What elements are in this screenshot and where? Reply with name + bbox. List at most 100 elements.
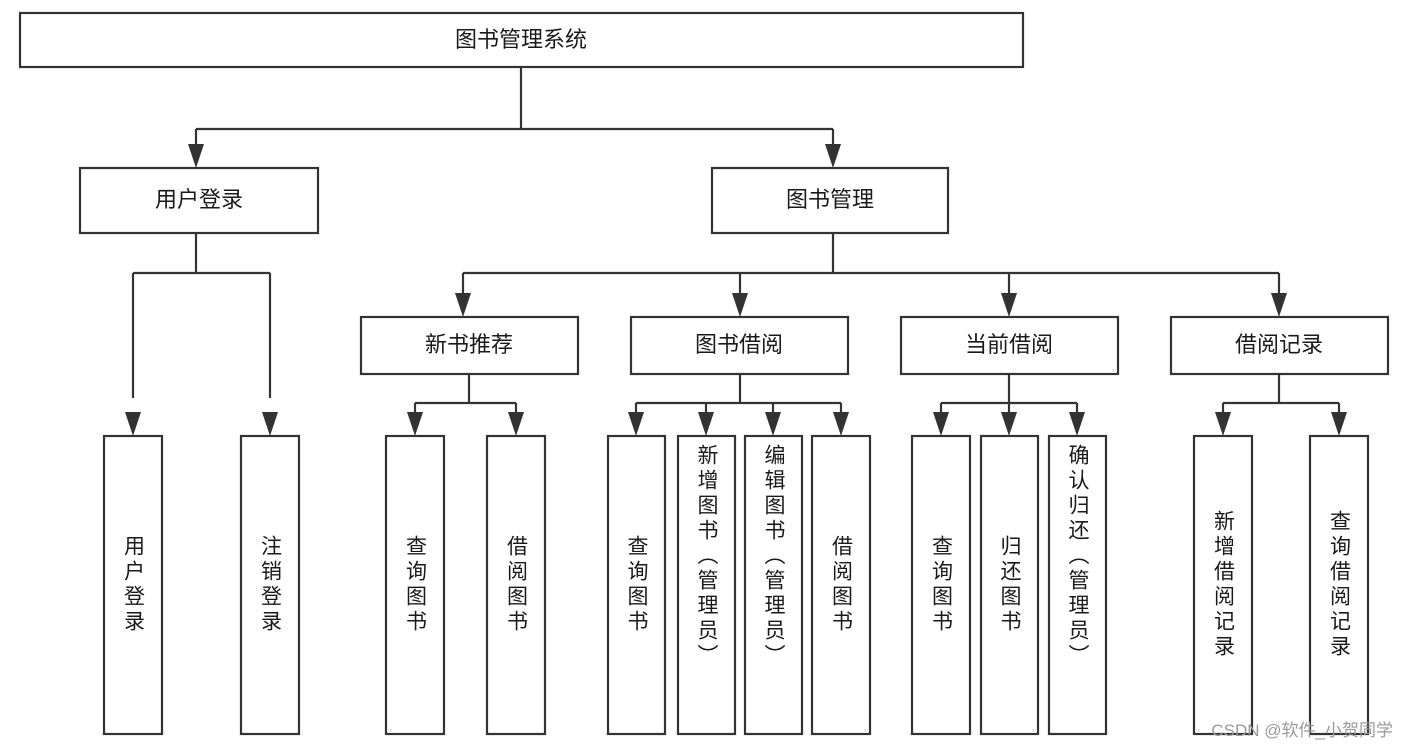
edges-layer	[125, 67, 1347, 436]
arrowhead-current-borrow	[1001, 293, 1017, 317]
node-leaf-add-book[interactable]: 新增图书（管理员）	[676, 434, 737, 736]
node-leaf-edit-book[interactable]: 编辑图书（管理员）	[743, 434, 804, 736]
arrowhead-leaf-user-logout	[262, 412, 278, 436]
node-leaf-query-book-3[interactable]: 查询图书	[910, 434, 972, 736]
node-leaf-user-logout[interactable]: 注销登录	[239, 434, 301, 736]
node-leaf-query-book-1-label: 查询图书	[403, 535, 427, 635]
node-leaf-query-record[interactable]: 查询借阅记录	[1308, 434, 1370, 736]
edge-book-borrow-trunk	[634, 374, 843, 412]
node-leaf-user-logout-box[interactable]	[239, 434, 301, 736]
arrowhead-leaf-query-book-1	[407, 412, 423, 436]
node-leaf-borrow-book-1[interactable]: 借阅图书	[485, 434, 547, 736]
node-book-manage-label: 图书管理	[786, 187, 874, 212]
node-leaf-confirm-return-label: 确认归还（管理员）	[1066, 444, 1089, 669]
node-leaf-borrow-book-2-box[interactable]	[810, 434, 872, 736]
node-leaf-user-logout-fo: 注销登录	[258, 535, 282, 635]
node-leaf-query-book-2-label: 查询图书	[625, 535, 648, 635]
node-leaf-borrow-book-2[interactable]: 借阅图书	[810, 434, 872, 736]
node-new-book-rec-label: 新书推荐	[425, 332, 513, 357]
node-user-login-box[interactable]	[78, 166, 320, 235]
arrowhead-user-login	[188, 144, 204, 168]
node-leaf-query-record-box[interactable]	[1308, 434, 1370, 736]
arrowhead-borrow-record	[1271, 293, 1287, 317]
node-user-login[interactable]: 用户登录	[78, 166, 320, 235]
arrowhead-leaf-user-login	[125, 412, 141, 436]
node-leaf-user-login-box[interactable]	[102, 434, 164, 736]
node-leaf-confirm-return-box[interactable]	[1047, 434, 1108, 736]
edge-borrow-record-trunk	[1221, 374, 1341, 412]
node-new-book-rec-box[interactable]	[359, 315, 580, 376]
node-leaf-add-book-label: 新增图书（管理员）	[695, 444, 718, 669]
node-current-borrow-label: 当前借阅	[965, 332, 1053, 357]
node-leaf-user-login[interactable]: 用户登录	[102, 434, 164, 736]
node-leaf-query-book-3-label: 查询图书	[929, 535, 953, 635]
node-new-book-rec[interactable]: 新书推荐	[359, 315, 580, 376]
node-root-label: 图书管理系统	[455, 27, 587, 52]
node-book-manage[interactable]: 图书管理	[710, 166, 950, 235]
node-leaf-user-login-label: 用户登录	[121, 535, 145, 635]
arrowhead-leaf-return-book	[1001, 412, 1017, 436]
node-root-box[interactable]	[18, 11, 1025, 69]
node-leaf-borrow-book-1-box[interactable]	[485, 434, 547, 736]
node-leaf-add-book-fo: 新增图书（管理员）	[695, 444, 718, 669]
node-leaf-borrow-book-2-fo: 借阅图书	[829, 535, 853, 635]
node-leaf-add-record-label: 新增借阅记录	[1211, 510, 1235, 660]
arrowhead-leaf-borrow-book-2	[833, 412, 849, 436]
node-book-borrow[interactable]: 图书借阅	[629, 315, 850, 376]
node-leaf-return-book-label: 归还图书	[998, 535, 1021, 635]
edge-book-manage-trunk	[461, 233, 1281, 294]
node-leaf-user-logout-label: 注销登录	[258, 535, 282, 635]
arrowhead-leaf-query-record	[1331, 412, 1347, 436]
node-leaf-borrow-book-2-label: 借阅图书	[829, 535, 853, 635]
arrowhead-leaf-confirm-return	[1069, 412, 1085, 436]
node-leaf-return-book-fo: 归还图书	[998, 535, 1021, 635]
node-leaf-add-book-box[interactable]	[676, 434, 737, 736]
node-leaf-query-book-1[interactable]: 查询图书	[384, 434, 446, 736]
node-leaf-query-book-1-box[interactable]	[384, 434, 446, 736]
node-book-borrow-label: 图书借阅	[695, 332, 783, 357]
arrowhead-leaf-add-book	[698, 412, 714, 436]
arrowhead-leaf-query-book-2	[628, 412, 644, 436]
node-leaf-query-book-1-fo: 查询图书	[403, 535, 427, 635]
node-leaf-query-record-label: 查询借阅记录	[1327, 510, 1351, 660]
arrowhead-leaf-query-book-3	[933, 412, 949, 436]
node-leaf-return-book-box[interactable]	[979, 434, 1040, 736]
node-leaf-query-book-3-fo: 查询图书	[929, 535, 953, 635]
node-borrow-record-box[interactable]	[1169, 315, 1390, 376]
node-leaf-add-record-box[interactable]	[1192, 434, 1254, 736]
node-root[interactable]: 图书管理系统	[18, 11, 1025, 69]
node-current-borrow-box[interactable]	[899, 315, 1120, 376]
node-leaf-query-book-2-fo: 查询图书	[625, 535, 648, 635]
node-leaf-add-record-fo: 新增借阅记录	[1211, 510, 1235, 660]
node-book-manage-box[interactable]	[710, 166, 950, 235]
edge-current-borrow-trunk	[939, 374, 1079, 412]
node-current-borrow[interactable]: 当前借阅	[899, 315, 1120, 376]
edge-new-book-rec-trunk	[413, 374, 518, 412]
node-borrow-record-label: 借阅记录	[1235, 332, 1323, 357]
node-leaf-edit-book-fo: 编辑图书（管理员）	[762, 444, 785, 669]
node-leaf-add-record[interactable]: 新增借阅记录	[1192, 434, 1254, 736]
node-leaf-edit-book-box[interactable]	[743, 434, 804, 736]
node-leaf-query-book-2[interactable]: 查询图书	[606, 434, 667, 736]
node-leaf-query-book-2-box[interactable]	[606, 434, 667, 736]
arrowhead-book-borrow	[732, 293, 748, 317]
arrowhead-new-book-rec	[455, 293, 471, 317]
node-leaf-query-book-3-box[interactable]	[910, 434, 972, 736]
node-leaf-edit-book-label: 编辑图书（管理员）	[762, 444, 785, 669]
node-leaf-borrow-book-1-label: 借阅图书	[504, 535, 528, 635]
node-borrow-record[interactable]: 借阅记录	[1169, 315, 1390, 376]
node-leaf-return-book[interactable]: 归还图书	[979, 434, 1040, 736]
node-leaf-confirm-return-fo: 确认归还（管理员）	[1066, 444, 1089, 669]
arrowhead-leaf-edit-book	[765, 412, 781, 436]
node-user-login-label: 用户登录	[155, 187, 243, 212]
node-leaf-borrow-book-1-fo: 借阅图书	[504, 535, 528, 635]
node-leaf-confirm-return[interactable]: 确认归还（管理员）	[1047, 434, 1108, 736]
arrowhead-book-manage	[825, 144, 841, 168]
edge-root-trunk	[194, 67, 835, 150]
node-leaf-user-login-fo: 用户登录	[121, 535, 145, 635]
arrowhead-leaf-borrow-book-1	[508, 412, 524, 436]
node-leaf-query-record-fo: 查询借阅记录	[1327, 510, 1351, 660]
node-book-borrow-box[interactable]	[629, 315, 850, 376]
